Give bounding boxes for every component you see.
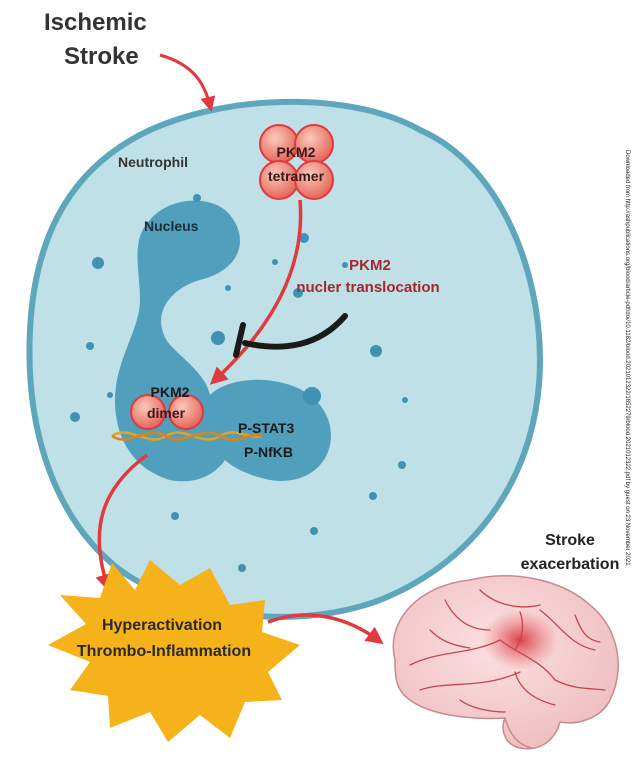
title-line2: Stroke xyxy=(64,43,139,70)
granules xyxy=(70,194,408,572)
dimer-label-line1: PKM2 xyxy=(151,384,190,400)
download-watermark-text: Downloaded from http://ashpublications.o… xyxy=(624,150,630,566)
dimer-label-line2: dimer xyxy=(147,405,186,421)
tetramer-label-line1: PKM2 xyxy=(277,144,316,160)
targets-label-line2: P-NfKB xyxy=(244,444,293,460)
translocation-label-line1: PKM2 xyxy=(349,257,391,274)
burst-star-icon xyxy=(48,560,300,742)
cell-to-outcome-arrow xyxy=(95,453,149,592)
inhibition-bar-icon xyxy=(233,313,348,358)
pkm2-dimer-icon xyxy=(130,394,204,430)
tetramer-label-line2: tetramer xyxy=(268,168,325,184)
title-line1: Ischemic xyxy=(44,9,147,36)
dna-helix-icon xyxy=(111,431,263,441)
outcome-label-line2: Thrombo-Inflammation xyxy=(77,643,251,660)
brain-icon xyxy=(392,575,619,750)
translocation-label-line2: nucler translocation xyxy=(296,279,439,296)
outcome-to-brain-arrow xyxy=(267,613,384,645)
exacerbation-label-line1: Stroke xyxy=(545,532,595,549)
nucleus-label: Nucleus xyxy=(144,218,199,234)
translocation-arrow xyxy=(209,199,303,385)
exacerbation-label-line2: exacerbation xyxy=(521,556,620,573)
outcome-label-line1: Hyperactivation xyxy=(102,617,222,634)
neutrophil-label: Neutrophil xyxy=(118,154,188,170)
targets-label-line1: P-STAT3 xyxy=(238,420,294,436)
stroke-to-cell-arrow xyxy=(159,53,216,112)
download-watermark: Downloaded from http://ashpublications.o… xyxy=(622,150,632,610)
pkm2-tetramer-icon xyxy=(259,124,334,200)
